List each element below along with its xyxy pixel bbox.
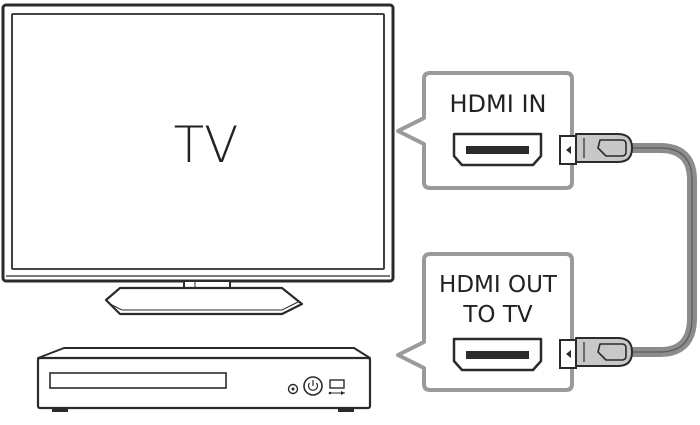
- usb-icon: [328, 379, 345, 395]
- hdmi-out-label-line2: TO TV: [462, 302, 533, 328]
- blu-ray-player: [36, 347, 372, 412]
- tv-screen: [11, 13, 385, 270]
- player-top: [37, 347, 371, 359]
- hdmi-port-icon: [452, 337, 543, 372]
- hdmi-port-icon: [452, 132, 543, 167]
- hdmi-out-label-line1: HDMI OUT: [439, 272, 558, 298]
- hdmi-plug-icon: [559, 337, 633, 369]
- hdmi-out-callout: HDMI OUT TO TV: [396, 252, 574, 392]
- tv-stand-base: [104, 286, 304, 316]
- tv-label: TV: [174, 116, 239, 174]
- disc-tray: [49, 372, 227, 389]
- power-icon: [303, 376, 323, 396]
- hdmi-in-label: HDMI IN: [450, 90, 547, 118]
- hdmi-cable: [627, 143, 697, 357]
- hdmi-in-callout: HDMI IN: [396, 71, 574, 190]
- hdmi-plug-icon: [559, 133, 633, 165]
- tv: TV: [1, 3, 395, 316]
